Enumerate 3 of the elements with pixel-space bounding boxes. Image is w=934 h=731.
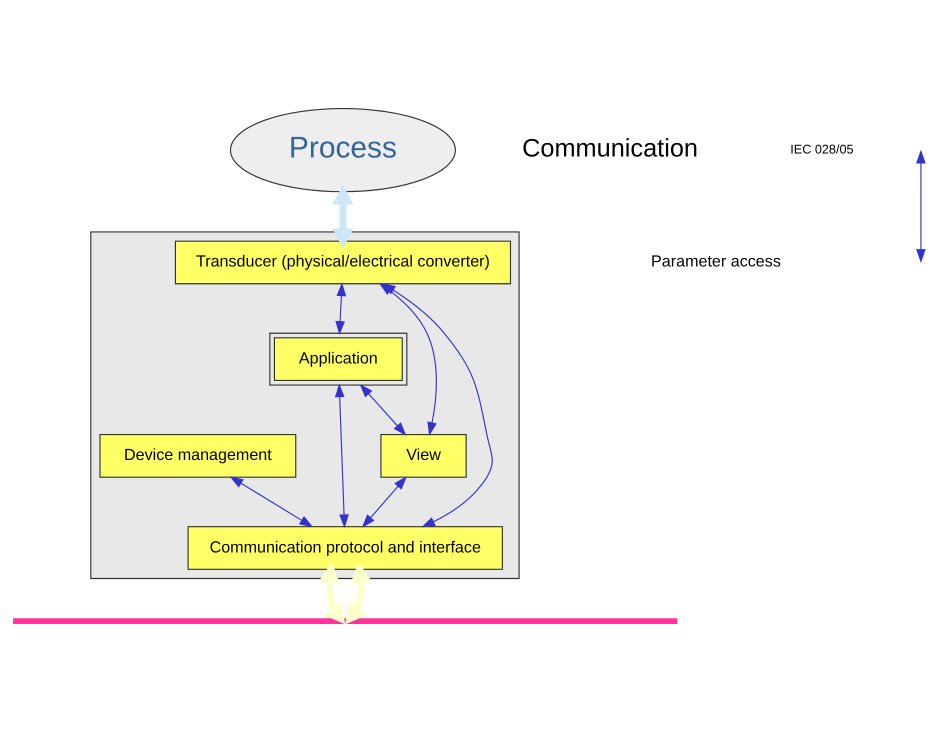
legend-label: Parameter access <box>650 252 780 270</box>
label: IEC 028/05 <box>790 142 854 156</box>
label: Communication <box>522 134 698 162</box>
